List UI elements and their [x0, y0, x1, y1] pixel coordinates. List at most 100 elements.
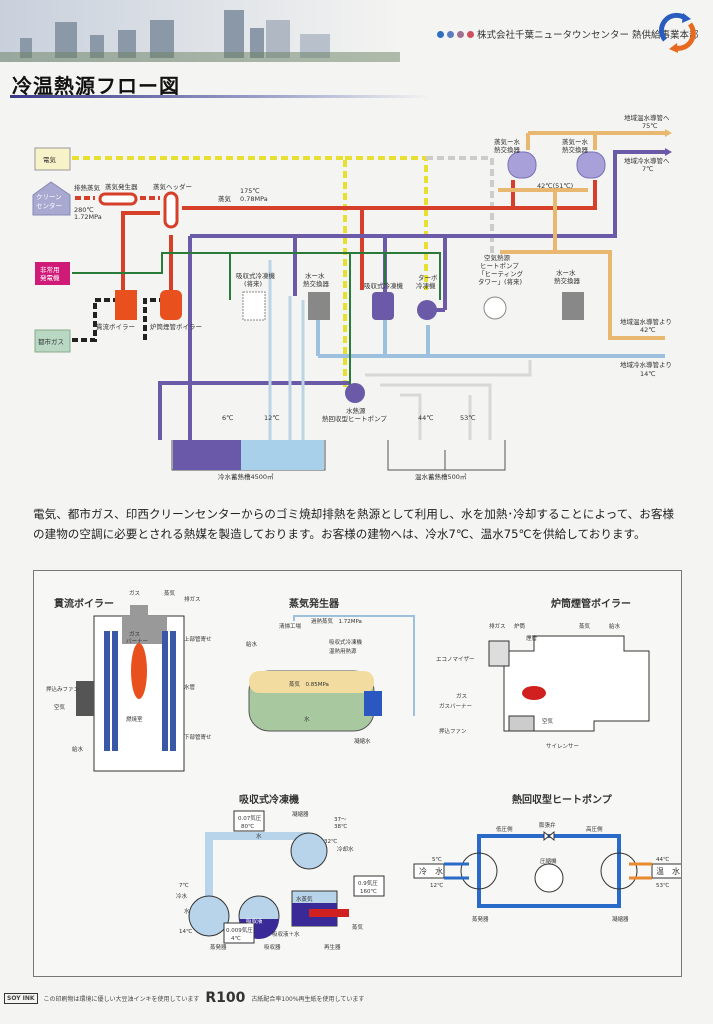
diagram-label: 排ガス: [184, 595, 201, 603]
electricity-source: [34, 147, 71, 171]
diagram-label: 12℃: [430, 882, 443, 889]
steam-generator-illustration: 蒸気発生器 清掃工場過熱蒸気 1.72MPa 給水吸収式冷凍機 温熱用熱源蒸気 …: [246, 597, 415, 745]
diagram-label: 炉筒煙管ボイラー: [150, 322, 202, 331]
diagram-label: タワー」(将来): [478, 277, 522, 286]
diagram-label: エコノマイザー: [436, 656, 475, 663]
diagram-label: 高圧側: [586, 825, 603, 833]
diagram-label: 電気: [43, 155, 57, 164]
diagram-label: 吸収式冷凍機: [364, 281, 404, 290]
ww-hx-right: [562, 292, 584, 320]
diagram-label: 熱交換器: [303, 279, 330, 288]
diagram-label: 熱回収型ヒートポンプ: [322, 414, 387, 423]
diagram-label: 凝縮水: [354, 737, 371, 745]
diagram-label: 4℃: [231, 935, 241, 942]
diagram-label: 冷却水: [337, 845, 354, 853]
diagram-label: 水: [184, 907, 190, 915]
diagram-label: 水ー水: [305, 271, 325, 280]
diagram-label: 0.9気圧: [358, 879, 378, 887]
diagram-label: 蒸気 0.85MPa: [289, 680, 329, 688]
city-skyline-photo: [0, 0, 400, 62]
diagram-label: 下部管寄せ: [184, 733, 212, 741]
diagram-label: 44℃: [418, 414, 434, 422]
diagram-label: 再生器: [324, 943, 341, 951]
company-name: 株式会社千葉ニュータウンセンター 熱供給事業本部: [437, 27, 699, 41]
absorption-chiller: [372, 292, 394, 320]
diagram-label: ガス: [129, 589, 140, 597]
diagram-label: 80℃: [241, 823, 254, 830]
diagram-label: ガス: [456, 692, 467, 700]
water-source-heat-pump: [345, 383, 365, 403]
diagram-label: 貫流ボイラー: [54, 597, 114, 610]
diagram-label: 熱交換器: [554, 276, 581, 285]
r100-logo: R100: [205, 990, 246, 1006]
diagram-label: 14℃: [640, 370, 656, 378]
diagram-label: サイレンサー: [546, 743, 579, 750]
diagram-label: 排ガス: [489, 622, 506, 630]
diagram-label: 熱回収型ヒートポンプ: [512, 793, 613, 806]
diagram-label: 凝縮器: [612, 915, 629, 923]
diagram-label: 貫流ボイラー: [96, 322, 135, 331]
diagram-label: 空気: [542, 717, 554, 725]
diagram-label: 熱交換器: [562, 145, 589, 154]
diagram-label: 地域温水導管へ: [624, 113, 670, 122]
diagram-label: 給水: [72, 745, 84, 753]
diagram-label: 蒸気: [218, 194, 232, 203]
diagram-label: 38℃: [334, 823, 347, 830]
diagram-label: 吸収液: [246, 917, 263, 925]
dot-4: [467, 30, 474, 38]
gas-line: [72, 298, 160, 342]
diagram-label: 清掃工場: [279, 622, 302, 630]
dot-2: [447, 30, 454, 38]
diagram-label: 地域冷水導管へ: [624, 156, 670, 165]
diagram-label: 空気熱源: [484, 253, 511, 262]
r100-text: 古紙配合率100%再生紙を使用しています: [251, 995, 365, 1003]
diagram-label: 冷水: [176, 892, 188, 900]
diagram-label: 吸収液＋水: [272, 930, 300, 938]
diagram-label: 地域温水導管より: [620, 317, 672, 326]
diagram-label: 炉筒煙管ボイラー: [551, 597, 631, 610]
diagram-label: 冷水蓄熱槽4500㎥: [218, 472, 274, 481]
diagram-label: 蒸気: [579, 622, 591, 630]
diagram-label: 14℃: [179, 928, 192, 935]
emergency-generator: [35, 262, 70, 285]
diagram-label: ガスバーナー: [439, 702, 472, 710]
description-text: 電気、都市ガス、印西クリーンセンターからのゴミ焼却排熱を熱源として利用し、水を加…: [33, 507, 675, 541]
diagram-label: 水: [256, 832, 262, 840]
diagram-label: 熱交換器: [494, 145, 521, 154]
diagram-label: 低圧側: [496, 825, 513, 833]
diagram-label: 燃焼室: [126, 715, 143, 723]
diagram-label: 膨張弁: [539, 821, 556, 829]
diagram-label: 押込ファン: [439, 727, 467, 735]
diagram-label: 蒸気: [352, 923, 364, 931]
diagram-label: 280℃: [74, 206, 94, 214]
diagram-label: 水蒸気: [296, 895, 313, 903]
diagram-label: 温水蓄熱槽500㎥: [415, 472, 467, 481]
diagram-label: 冷 水: [419, 866, 443, 876]
diagram-label: 6℃: [222, 414, 233, 422]
once-through-boiler: [115, 290, 137, 320]
diagram-label: 吸収器: [264, 944, 281, 951]
diagram-label: 蒸発器: [210, 943, 227, 951]
diagram-label: 水: [304, 715, 310, 723]
ww-hx-left: [308, 292, 330, 320]
soy-ink-text: この印刷物は環境に優しい大豆油インキを使用しています: [43, 995, 200, 1003]
diagram-label: 蒸気ー水: [562, 137, 589, 146]
fire-tube-boiler-illustration: 炉筒煙管ボイラー 排ガス炉筒 煙管蒸気 給水エコノマイザー ガスガスバーナー 空…: [436, 597, 650, 750]
air-source-heat-pump: [483, 296, 507, 320]
diagram-label: 42℃(51℃): [537, 182, 573, 190]
heat-source-flow-diagram: 電気 クリーンセンター 排熱蒸気 280℃1.72MPa 蒸気発生器 蒸気ヘッダ…: [32, 113, 672, 481]
city-gas-source: [34, 329, 71, 353]
diagram-label: 蒸気ヘッダー: [153, 182, 192, 191]
steam-line: [121, 180, 597, 290]
diagram-label: 圧縮機: [540, 857, 557, 865]
absorption-chiller-future: [242, 291, 266, 321]
diagram-label: 蒸気発生器: [105, 182, 138, 191]
diagram-label: クリーン: [36, 193, 62, 201]
footer: SOY INK この印刷物は環境に優しい大豆油インキを使用しています R100 …: [4, 990, 364, 1006]
hot-water-tank: [387, 440, 506, 471]
diagram-label: 7℃: [642, 165, 653, 173]
diagram-label: ガス: [129, 630, 140, 638]
diagram-label: 32℃: [324, 838, 337, 845]
diagram-label: 0.07気圧: [238, 814, 262, 822]
once-through-boiler-illustration: 貫流ボイラー ガス蒸気 排ガス ガスバーナー 上部管寄せ水管 押込みファン空気 …: [46, 589, 212, 772]
